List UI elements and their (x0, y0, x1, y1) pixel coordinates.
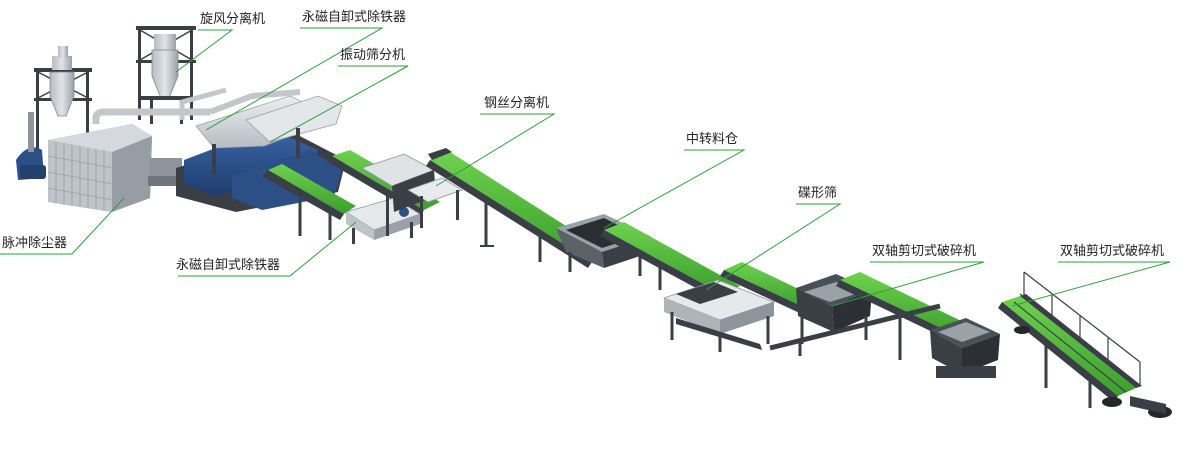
label-shredder-2: 双轴剪切式破碎机 (1060, 244, 1165, 259)
label-disc-screen: 碟形筛 (798, 186, 838, 201)
label-steel-wire: 钢丝分离机 (484, 96, 550, 111)
leader-magnet-bottom (178, 221, 357, 277)
leader-steel-wire (435, 113, 556, 187)
label-transfer-bin: 中转料仓 (686, 132, 739, 147)
label-magnet-top: 永磁自卸式除铁器 (302, 10, 407, 25)
label-shredder-1: 双轴剪切式破碎机 (872, 244, 977, 259)
leader-shredder-1 (831, 261, 985, 307)
disc-screen (662, 279, 776, 352)
leader-lines (0, 27, 1171, 307)
label-magnet-bottom: 永磁自卸式除铁器 (176, 258, 281, 273)
conveyor-bin-to-screen (600, 222, 740, 300)
conveyor-final-outlet (998, 271, 1172, 418)
leader-dust-collector (0, 197, 125, 255)
cyclone-tower-left (16, 46, 92, 180)
leader-cyclone (175, 29, 234, 73)
pulse-dust-collector (47, 124, 188, 212)
leader-disc-screen (705, 203, 842, 291)
label-cyclone: 旋风分离机 (200, 12, 266, 27)
leader-transfer-bin (603, 149, 746, 229)
cyclone-tower-right (136, 26, 196, 124)
leader-magnet-top (205, 27, 384, 131)
twin-shaft-shredder-2 (930, 318, 1000, 378)
air-duct (92, 87, 301, 124)
label-vibrating-screen: 振动筛分机 (340, 48, 406, 63)
label-dust-collector: 脉冲除尘器 (2, 236, 68, 251)
conveyor-1 (262, 164, 356, 240)
leader-vibrating-screen (269, 65, 409, 143)
leader-shredder-2 (1011, 261, 1171, 307)
steel-wire-separator (361, 153, 463, 236)
